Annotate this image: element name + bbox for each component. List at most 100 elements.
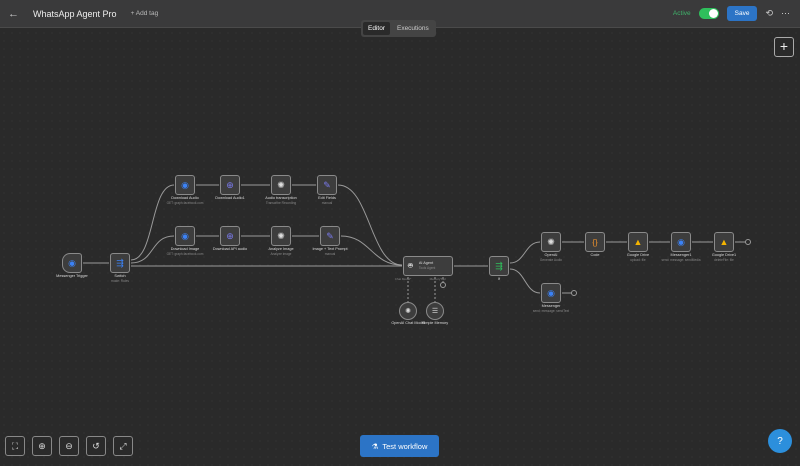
back-arrow-icon[interactable]: ←	[8, 7, 19, 20]
node-label: Simple Memory	[421, 321, 449, 325]
if-icon: ⇶	[495, 260, 503, 271]
node-label: Messenger1	[670, 253, 692, 257]
node-sub: mode: Rules	[111, 279, 129, 283]
node-google-drive[interactable]: ▲	[628, 232, 648, 252]
node-label: Download Audio1	[215, 196, 245, 200]
history-icon[interactable]: ⟲	[765, 8, 773, 18]
node-sub: Analyze image	[270, 252, 292, 256]
google-drive-icon: ▲	[719, 237, 729, 247]
node-label: OpenAI Chat Model	[391, 321, 425, 325]
port-memory: Memory	[429, 277, 441, 281]
save-button[interactable]: Save	[726, 6, 758, 21]
messenger-icon: ◉	[181, 179, 189, 190]
globe-icon: ⊕	[226, 179, 234, 190]
node-sub: deleteFile: file	[714, 258, 734, 262]
more-options-icon[interactable]: ⋯	[781, 8, 790, 18]
switch-icon: ⇶	[116, 257, 124, 268]
port-tool: Tool	[440, 277, 446, 281]
node-label: Download API audio	[212, 247, 248, 251]
node-switch[interactable]: ⇶	[110, 253, 130, 273]
tab-editor[interactable]: Editor	[363, 22, 390, 35]
database-icon: ☰	[431, 308, 439, 315]
node-openai-chat-model[interactable]: ✺	[399, 302, 417, 320]
node-label: Switch	[114, 274, 126, 278]
help-chat-button[interactable]: ?	[768, 429, 792, 453]
fit-view-button[interactable]: ⛶	[5, 436, 25, 456]
help-icon: ?	[777, 435, 783, 447]
fit-view-icon: ⛶	[11, 440, 19, 451]
test-workflow-label: Test workflow	[382, 441, 428, 451]
node-openai[interactable]: ✺	[541, 232, 561, 252]
node-label: Google Drive1	[711, 253, 737, 257]
add-tag-button[interactable]: + Add tag	[130, 10, 159, 17]
node-download-image[interactable]: ◉	[175, 226, 195, 246]
expand-icon: ⤢	[119, 440, 127, 451]
node-sub: Generate Audio	[539, 258, 563, 262]
node-audio-transcription[interactable]: ✺	[271, 175, 291, 195]
node-label: Audio transcription	[265, 196, 297, 200]
globe-icon: ⊕	[226, 230, 234, 241]
pencil-icon: ✎	[326, 230, 334, 241]
node-messenger[interactable]: ◉	[541, 283, 561, 303]
node-label: Image + Text Prompt	[312, 247, 348, 251]
view-tabs: Editor Executions	[361, 20, 436, 37]
node-download-api-audio[interactable]: ⊕	[220, 226, 240, 246]
messenger-icon: ◉	[677, 236, 685, 247]
zoom-out-icon: ⊖	[65, 440, 73, 451]
node-code[interactable]: {}	[585, 232, 605, 252]
active-label: Active	[672, 10, 691, 17]
node-sub: GET: graph.facebook.com	[166, 252, 204, 256]
tab-executions[interactable]: Executions	[396, 25, 429, 32]
node-download-audio1[interactable]: ⊕	[220, 175, 240, 195]
flask-icon: ⚗	[371, 441, 379, 451]
connections	[83, 184, 751, 302]
zoom-in-button[interactable]: ⊕	[32, 436, 52, 456]
node-label: Code	[590, 253, 600, 257]
node-label: Download Image	[170, 247, 200, 251]
node-sub: manual	[324, 252, 336, 256]
node-label: OpenAI	[544, 253, 558, 257]
node-label: Messenger Trigger	[56, 274, 88, 278]
messenger-icon: ◉	[547, 287, 555, 298]
code-braces-icon: {}	[592, 237, 598, 247]
tidy-up-button[interactable]: ⤢	[113, 436, 133, 456]
add-node-button[interactable]: +	[774, 37, 794, 57]
workflow-title[interactable]: WhatsApp Agent Pro	[33, 8, 117, 19]
node-messenger-trigger[interactable]: ◉	[62, 253, 82, 273]
port-chat-model: Chat Model*	[394, 277, 412, 281]
openai-icon: ✺	[547, 236, 555, 247]
node-edit-fields[interactable]: ✎	[317, 175, 337, 195]
zoom-in-icon: ⊕	[38, 440, 46, 451]
node-label: If	[497, 277, 501, 281]
node-sub: send: message: sendMedia	[661, 258, 701, 262]
node-sub: Transcribe Recording	[265, 201, 297, 205]
node-messenger1[interactable]: ◉	[671, 232, 691, 252]
node-download-audio[interactable]: ◉	[175, 175, 195, 195]
node-image-text-prompt[interactable]: ✎	[320, 226, 340, 246]
node-simple-memory[interactable]: ☰	[426, 302, 444, 320]
test-workflow-button[interactable]: ⚗ Test workflow	[360, 435, 439, 457]
reset-zoom-button[interactable]: ↺	[86, 436, 106, 456]
node-google-drive1[interactable]: ▲	[714, 232, 734, 252]
node-analyze-image[interactable]: ✺	[271, 226, 291, 246]
messenger-icon: ◉	[68, 257, 76, 268]
active-toggle[interactable]	[698, 8, 719, 19]
node-sub: send: message: sendText	[532, 309, 570, 313]
pencil-icon: ✎	[323, 179, 331, 190]
openai-icon: ✺	[277, 179, 285, 190]
node-label: Edit Fields	[318, 196, 336, 200]
node-label: Download Audio	[171, 196, 199, 200]
node-if[interactable]: ⇶	[489, 256, 509, 276]
undo-icon: ↺	[92, 440, 100, 451]
node-sub: manual	[321, 201, 333, 205]
zoom-out-button[interactable]: ⊖	[59, 436, 79, 456]
openai-icon: ✺	[277, 230, 285, 241]
openai-icon: ✺	[405, 308, 411, 315]
google-drive-icon: ▲	[633, 237, 643, 247]
node-sub: Tools Agent	[418, 266, 436, 270]
node-label: AI Agent	[418, 261, 434, 265]
node-label: Google Drive	[626, 253, 650, 257]
messenger-icon: ◉	[181, 230, 189, 241]
